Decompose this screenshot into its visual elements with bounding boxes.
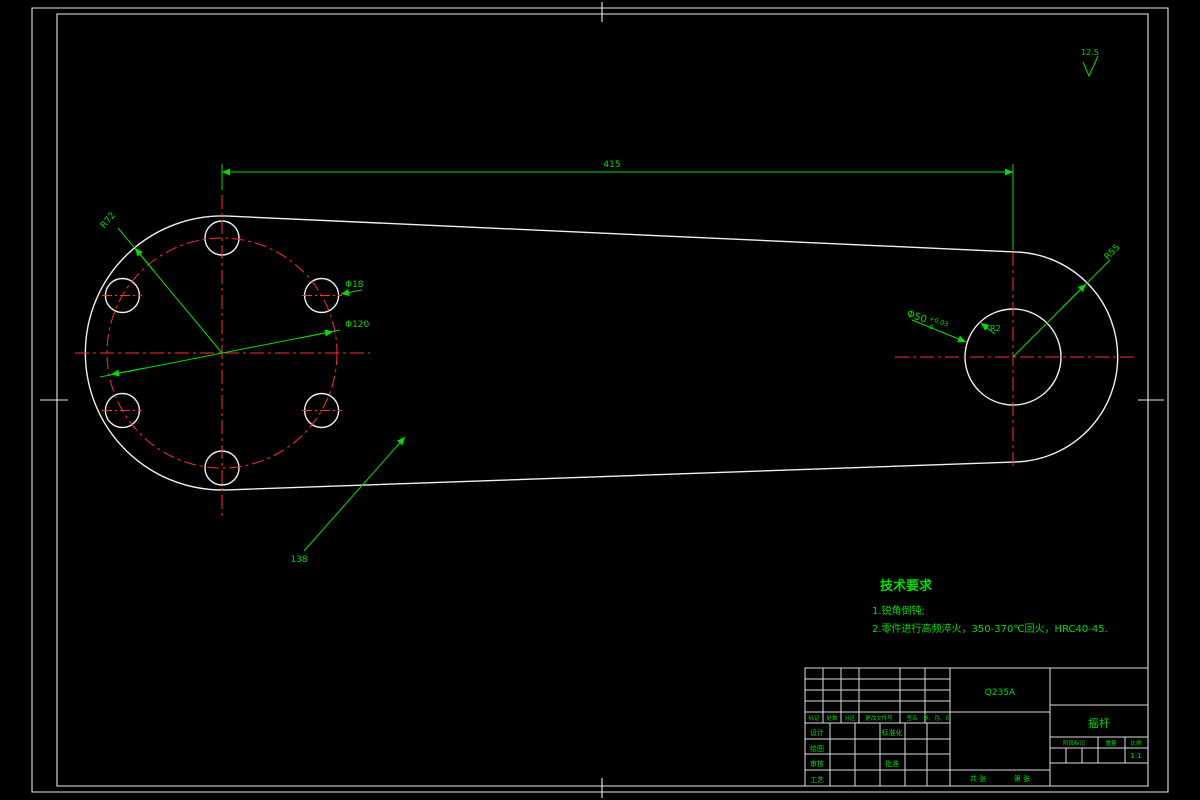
tb-scale-value: 1:1 xyxy=(1130,752,1141,760)
dimensions: 415 R72 Φ120 Φ18 138 R55 Φ50+0.030 R2 1 xyxy=(99,48,1122,565)
dim-bore: Φ50+0.030 xyxy=(904,307,949,337)
tb-header-sign: 签名 xyxy=(906,714,917,722)
tech-req-item: 2.零件进行高频淬火，350-370℃回火，HRC40-45. xyxy=(872,622,1108,635)
tb-staff-approve: 批准 xyxy=(885,759,899,768)
tb-part-name: 摇杆 xyxy=(1088,716,1110,730)
centering-tick-marks xyxy=(40,2,1164,798)
roughness-value: 12.5 xyxy=(1081,48,1099,57)
tb-label-stage: 阶段标记 xyxy=(1063,739,1086,747)
dim-fillet: R2 xyxy=(990,324,1001,333)
dim-left-radius: R72 xyxy=(99,211,118,231)
tb-staff-design: 设计 xyxy=(810,728,824,737)
tech-requirements: 技术要求 1.锐角倒钝; 2.零件进行高频淬火，350-370℃回火，HRC40… xyxy=(872,578,1108,635)
tech-req-item: 1.锐角倒钝; xyxy=(872,604,925,617)
tb-header-count: 处数 xyxy=(826,714,838,722)
tb-staff-standard: 标准化 xyxy=(882,728,903,737)
tb-staff-draw: 绘图 xyxy=(810,744,824,753)
tb-staff-check: 审核 xyxy=(810,759,824,768)
dim-center-distance: 415 xyxy=(603,160,620,170)
tb-staff-process: 工艺 xyxy=(810,776,824,784)
tech-req-title: 技术要求 xyxy=(880,578,933,594)
tb-material: Q235A xyxy=(985,688,1016,698)
tb-page: 第 张 xyxy=(1014,774,1030,783)
centerlines xyxy=(75,195,1135,518)
bolt-circle-centerline xyxy=(106,237,338,469)
dim-hole-dia: Φ18 xyxy=(345,280,364,290)
tb-sheets: 共 张 xyxy=(970,774,986,783)
tb-label-scale: 比例 xyxy=(1130,739,1142,747)
tb-header-date: 年、月、日 xyxy=(923,714,951,722)
tb-header-zone: 分区 xyxy=(844,714,856,722)
sheet-frame xyxy=(31,2,1169,798)
roughness-symbol-icon: 12.5 xyxy=(1081,48,1099,78)
tb-label-weight: 重量 xyxy=(1105,739,1117,747)
part-outline xyxy=(84,215,1119,491)
dim-bolt-circle: Φ120 xyxy=(345,320,370,330)
tb-header-mark: 标记 xyxy=(808,714,820,722)
title-block: 标记 处数 分区 更改文件号 签名 年、月、日 设计 绘图 审核 工艺 标准化 … xyxy=(804,667,1149,787)
dim-arm-note: 138 xyxy=(290,555,307,565)
dim-right-radius: R55 xyxy=(1103,243,1123,263)
tb-header-docno: 更改文件号 xyxy=(865,714,893,722)
